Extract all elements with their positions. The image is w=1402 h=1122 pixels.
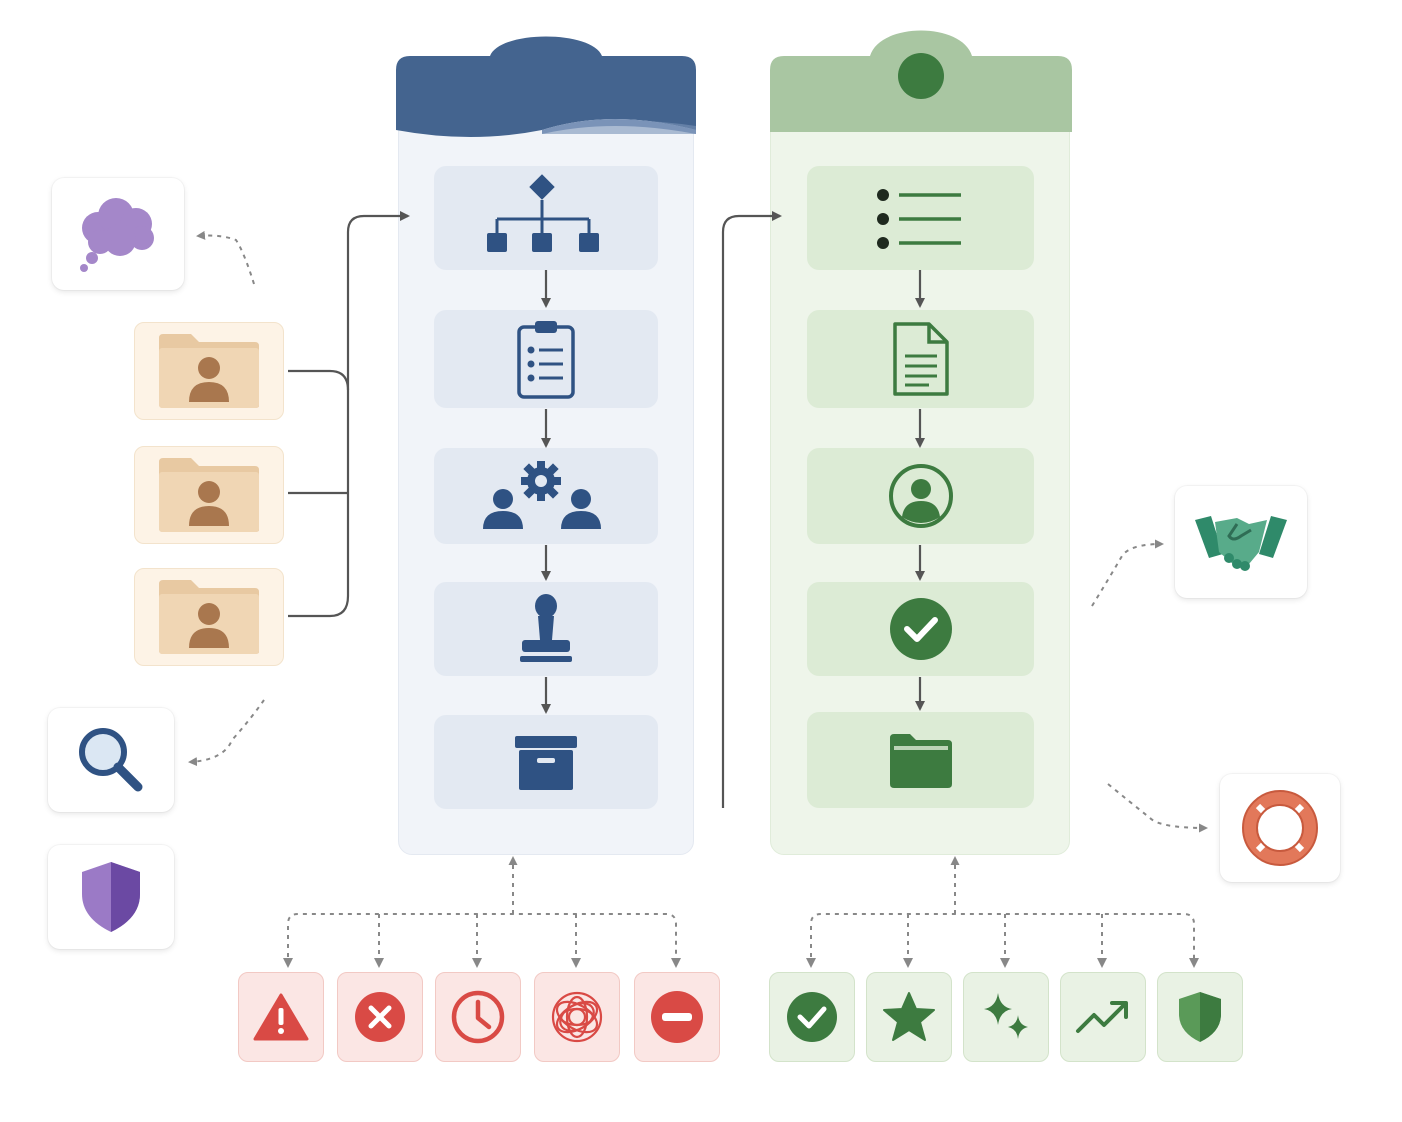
right-column-header [770, 30, 1072, 132]
right-step-2[interactable] [807, 310, 1034, 408]
user-folder-card-2[interactable] [134, 446, 284, 544]
left-step-3[interactable] [434, 448, 658, 544]
risk-outcome-tree [287, 856, 677, 966]
user-folder-card-1[interactable] [134, 322, 284, 420]
benefit-growth-tile[interactable] [1060, 972, 1146, 1062]
check-circle-icon [787, 992, 837, 1042]
benefit-success-tile[interactable] [769, 972, 855, 1062]
lifebuoy-icon [1242, 790, 1318, 866]
star-icon [883, 992, 935, 1041]
handshake-card[interactable] [1175, 486, 1307, 598]
right-step-1[interactable] [807, 166, 1034, 270]
shield-icon [1179, 992, 1221, 1042]
shield-icon [82, 862, 140, 932]
left-step-2[interactable] [434, 310, 658, 408]
search-card[interactable] [48, 708, 174, 812]
warning-triangle-icon [253, 993, 309, 1041]
blocked-icon [651, 991, 703, 1043]
shield-card[interactable] [48, 845, 174, 949]
sparkle-icon [984, 993, 1028, 1039]
lifebuoy-card[interactable] [1220, 774, 1340, 882]
risk-error-tile[interactable] [337, 972, 423, 1062]
org-hierarchy-icon [487, 174, 599, 252]
user-folder-icon [159, 458, 259, 532]
left-step-4[interactable] [434, 582, 658, 676]
user-folder-icon [159, 334, 259, 408]
thought-cloud-icon [80, 198, 154, 272]
risk-complexity-tile[interactable] [534, 972, 620, 1062]
input-merge-connector [288, 211, 410, 618]
trend-up-icon [1076, 1001, 1128, 1033]
column-link-connector [721, 211, 782, 808]
benefit-outcome-tree [810, 856, 1195, 966]
left-step-1[interactable] [434, 166, 658, 270]
team-gear-icon [483, 461, 601, 529]
user-folder-icon [159, 580, 259, 654]
handshake-icon [1195, 516, 1287, 571]
clipboard-checklist-icon [517, 321, 575, 399]
check-circle-icon [889, 598, 952, 660]
folder-icon [889, 734, 952, 788]
bullet-list-icon [876, 189, 961, 249]
clock-icon [451, 990, 505, 1044]
benefit-security-tile[interactable] [1157, 972, 1243, 1062]
circle-dot-icon [898, 53, 944, 99]
user-profile-icon [888, 464, 953, 528]
risk-blocked-tile[interactable] [634, 972, 720, 1062]
document-icon [892, 322, 949, 396]
left-step-5[interactable] [434, 715, 658, 809]
right-step-3[interactable] [807, 448, 1034, 544]
tangle-icon [551, 991, 603, 1043]
benefit-quality-tile[interactable] [866, 972, 952, 1062]
benefit-improvement-tile[interactable] [963, 972, 1049, 1062]
archive-box-icon [515, 736, 577, 790]
risk-delay-tile[interactable] [435, 972, 521, 1062]
left-column-header [396, 36, 696, 137]
right-step-5[interactable] [807, 712, 1034, 808]
user-folder-card-3[interactable] [134, 568, 284, 666]
thought-cloud-card[interactable] [52, 178, 184, 290]
approval-stamp-icon [520, 594, 572, 662]
right-step-4[interactable] [807, 582, 1034, 676]
error-x-icon [355, 992, 405, 1042]
side-dotted-links [188, 230, 1208, 833]
search-icon [79, 728, 143, 792]
risk-warning-tile[interactable] [238, 972, 324, 1062]
